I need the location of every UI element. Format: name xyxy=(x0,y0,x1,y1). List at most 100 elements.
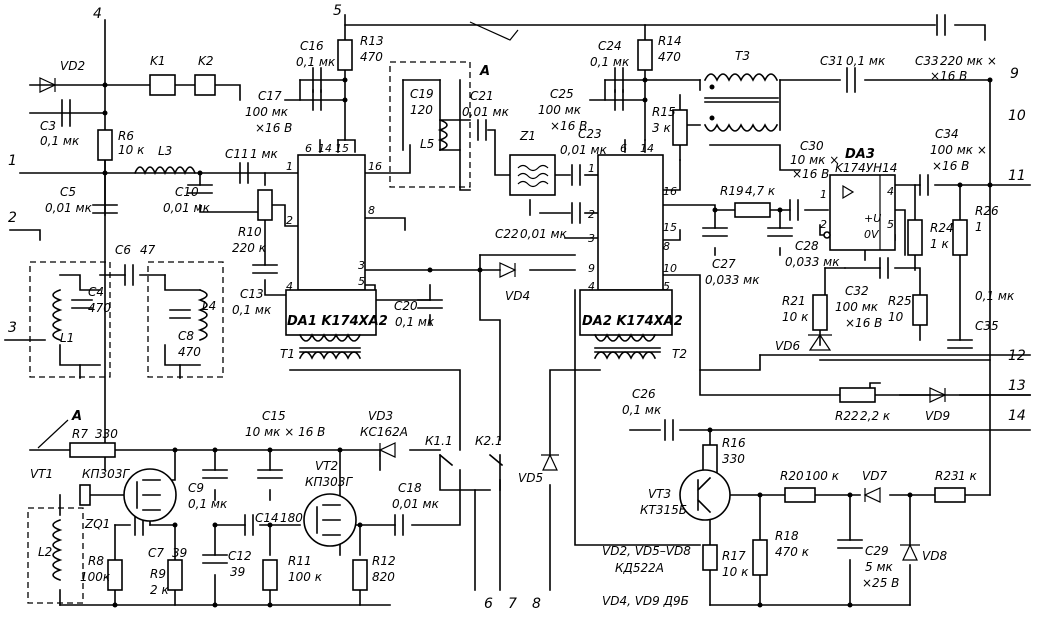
svg-text:R17: R17 xyxy=(722,549,746,563)
svg-text:220 мк ×: 220 мк × xyxy=(940,54,997,68)
svg-text:×16 В: ×16 В xyxy=(930,69,967,83)
svg-text:Z1: Z1 xyxy=(519,129,536,143)
svg-text:C14: C14 xyxy=(255,511,279,525)
chip-da1: DA1 K174XA2 1 2 3 4 5 6 8 14 15 16 xyxy=(285,142,388,336)
svg-text:C7: C7 xyxy=(148,546,164,560)
terminal-7: 7 xyxy=(508,596,517,612)
svg-text:C33: C33 xyxy=(915,54,939,68)
svg-text:K1: K1 xyxy=(150,54,166,68)
terminal-6: 6 xyxy=(484,596,493,612)
svg-text:0,033 мк: 0,033 мк xyxy=(785,255,840,269)
mark-a-bottom: A xyxy=(71,409,82,424)
svg-text:C31: C31 xyxy=(820,54,844,68)
svg-text:R21: R21 xyxy=(782,294,806,308)
svg-text:4,7 к: 4,7 к xyxy=(745,184,776,198)
svg-text:39: 39 xyxy=(172,546,187,560)
svg-text:R15: R15 xyxy=(652,105,676,119)
svg-text:C24: C24 xyxy=(598,39,622,53)
svg-text:2,2 к: 2,2 к xyxy=(860,409,891,423)
svg-text:0,1 мк: 0,1 мк xyxy=(188,497,228,511)
terminal-13: 13 xyxy=(1008,378,1026,394)
terminal-labels: 1 2 3 4 5 6 7 8 9 10 11 12 13 14 A A xyxy=(8,3,1026,612)
svg-text:C23: C23 xyxy=(578,127,602,141)
svg-text:14: 14 xyxy=(318,142,332,155)
svg-text:10 мк × 16 В: 10 мк × 16 В xyxy=(245,425,325,439)
svg-text:КТ315Б: КТ315Б xyxy=(640,503,687,517)
svg-text:100 мк: 100 мк xyxy=(245,105,289,119)
svg-text:6: 6 xyxy=(620,142,627,155)
svg-text:C22: C22 xyxy=(495,227,519,241)
component-labels: VD2 K1 K2 C3 0,1 мк R6 10 к L3 C5 0,01 м… xyxy=(30,34,1015,597)
svg-text:C9: C9 xyxy=(188,481,204,495)
svg-text:100 мк: 100 мк xyxy=(835,300,879,314)
svg-text:0,1 мк: 0,1 мк xyxy=(40,134,80,148)
misc-components xyxy=(37,21,993,608)
svg-text:ZQ1: ZQ1 xyxy=(84,517,110,531)
svg-text:C11: C11 xyxy=(225,147,249,161)
svg-text:DA3: DA3 xyxy=(845,147,875,162)
svg-text:R10: R10 xyxy=(238,225,262,239)
notes: VD2, VD5–VD8 КД522А VD4, VD9 Д9Б xyxy=(602,544,691,608)
svg-text:C32: C32 xyxy=(845,284,869,298)
svg-text:10: 10 xyxy=(888,310,904,324)
svg-text:L5: L5 xyxy=(420,137,434,151)
svg-text:T3: T3 xyxy=(735,49,750,63)
svg-text:C27: C27 xyxy=(712,257,736,271)
svg-text:КП303Г: КП303Г xyxy=(305,475,353,489)
svg-text:0V: 0V xyxy=(864,228,880,241)
svg-text:15: 15 xyxy=(663,221,677,234)
svg-text:R25: R25 xyxy=(888,294,912,308)
svg-text:L4: L4 xyxy=(202,299,216,313)
svg-text:0,1 мк: 0,1 мк xyxy=(232,303,272,317)
svg-text:R19: R19 xyxy=(720,184,744,198)
terminal-8: 8 xyxy=(532,596,541,612)
svg-text:10 мк ×: 10 мк × xyxy=(790,153,839,167)
svg-text:VD3: VD3 xyxy=(368,409,393,423)
svg-text:100 мк ×: 100 мк × xyxy=(930,143,987,157)
svg-text:C35: C35 xyxy=(975,319,999,333)
svg-text:1 к: 1 к xyxy=(930,237,949,251)
svg-text:VT1: VT1 xyxy=(30,467,53,481)
svg-text:C28: C28 xyxy=(795,239,819,253)
svg-text:0,1 мк: 0,1 мк xyxy=(395,315,435,329)
svg-text:C17: C17 xyxy=(258,89,282,103)
svg-text:R13: R13 xyxy=(360,34,384,48)
svg-text:L3: L3 xyxy=(158,144,172,158)
svg-text:0,01 мк: 0,01 мк xyxy=(392,497,440,511)
svg-text:4: 4 xyxy=(588,280,595,293)
svg-text:L1: L1 xyxy=(60,331,74,345)
svg-text:3: 3 xyxy=(588,232,595,245)
svg-text:C3: C3 xyxy=(40,119,56,133)
svg-text:C10: C10 xyxy=(175,185,199,199)
svg-text:0,1 мк: 0,1 мк xyxy=(846,54,886,68)
svg-text:100к: 100к xyxy=(80,570,111,584)
svg-text:330: 330 xyxy=(722,452,745,466)
svg-text:C6: C6 xyxy=(115,243,131,257)
wiring xyxy=(4,14,1031,606)
svg-text:C16: C16 xyxy=(300,39,324,53)
svg-text:+U: +U xyxy=(864,212,881,225)
svg-text:470: 470 xyxy=(178,345,201,359)
terminal-1: 1 xyxy=(8,153,17,169)
svg-text:220 к: 220 к xyxy=(232,241,267,255)
svg-text:C20: C20 xyxy=(394,299,418,313)
svg-text:5: 5 xyxy=(887,218,894,231)
capacitors xyxy=(61,14,973,564)
svg-text:16: 16 xyxy=(368,160,382,173)
svg-text:R18: R18 xyxy=(775,529,799,543)
note-diodes2: VD4, VD9 Д9Б xyxy=(602,594,689,608)
svg-text:9: 9 xyxy=(588,262,595,275)
terminal-2: 2 xyxy=(8,210,17,226)
svg-text:VD8: VD8 xyxy=(922,549,947,563)
resistors xyxy=(69,39,968,591)
svg-text:R7: R7 xyxy=(72,427,88,441)
svg-text:VD5: VD5 xyxy=(518,471,543,485)
svg-text:C19: C19 xyxy=(410,87,434,101)
svg-text:3: 3 xyxy=(358,259,365,272)
svg-text:0,033 мк: 0,033 мк xyxy=(705,273,760,287)
svg-text:5: 5 xyxy=(358,275,365,288)
svg-text:120: 120 xyxy=(410,103,433,117)
svg-text:R26: R26 xyxy=(975,204,999,218)
svg-text:2 к: 2 к xyxy=(150,583,169,597)
svg-text:470: 470 xyxy=(360,50,383,64)
